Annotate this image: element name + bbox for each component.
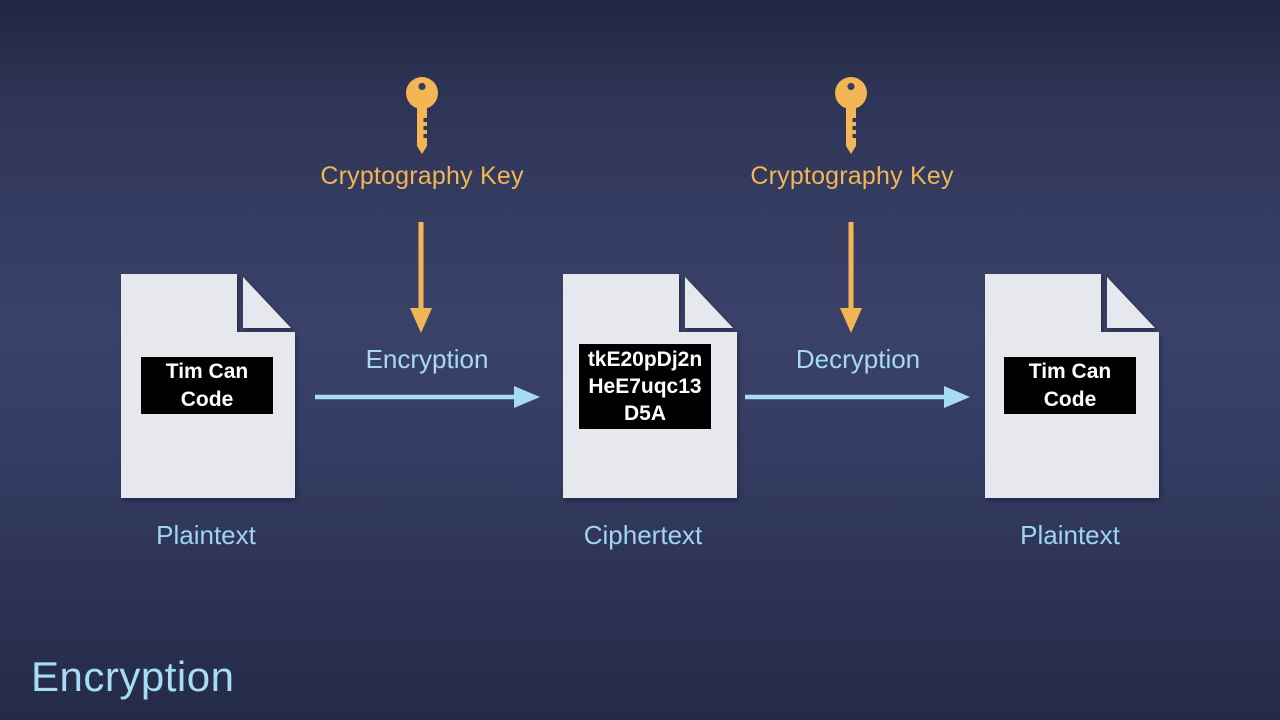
plaintext-content: Tim Can Code xyxy=(141,357,273,414)
down-arrow-icon xyxy=(840,222,862,333)
key-icon xyxy=(406,77,438,154)
slide-title: Encryption xyxy=(31,653,235,700)
key-icon xyxy=(835,77,867,154)
plaintext-label: Plaintext xyxy=(156,520,256,550)
cryptography-key-label: Cryptography Key xyxy=(750,162,954,190)
plaintext-content: Tim Can Code xyxy=(1004,357,1136,414)
down-arrow-icon xyxy=(410,222,432,333)
ciphertext-label: Ciphertext xyxy=(583,520,703,550)
right-arrow-icon xyxy=(315,386,540,408)
right-arrow-icon xyxy=(745,386,970,408)
decryption-step-label: Decryption xyxy=(795,344,921,374)
ciphertext-content: tkE20pDj2n HeE7uqc13 D5A xyxy=(579,344,711,429)
encryption-step-label: Encryption xyxy=(365,344,489,374)
cryptography-key-label: Cryptography Key xyxy=(320,162,524,190)
plaintext-label: Plaintext xyxy=(1020,520,1120,550)
